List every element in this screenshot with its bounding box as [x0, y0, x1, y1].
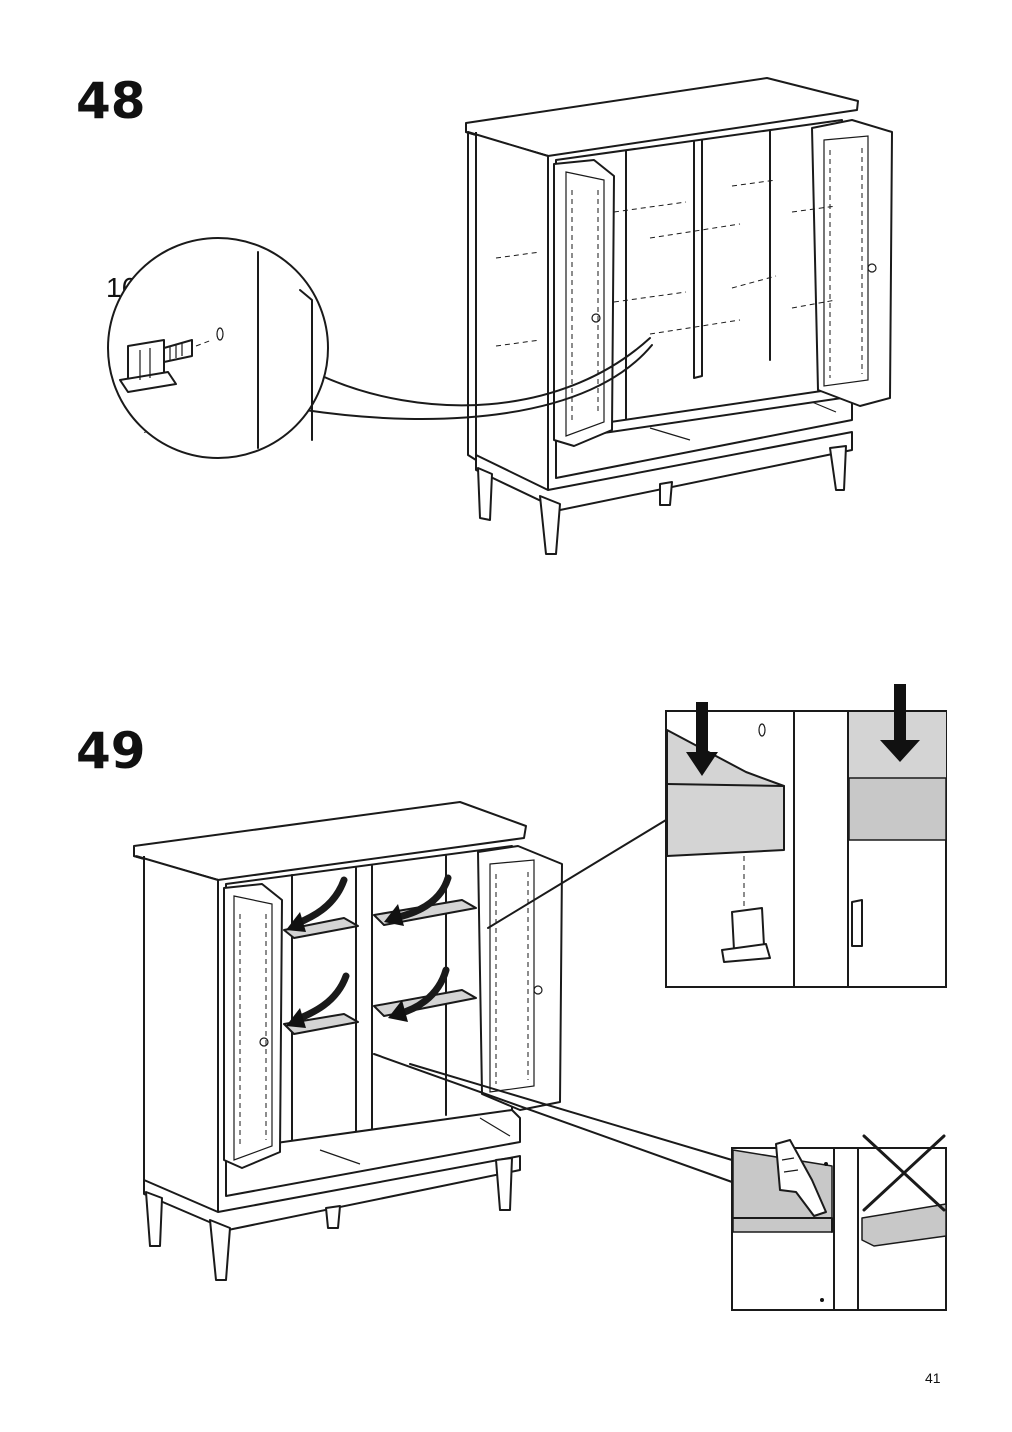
step-number-49: 49: [76, 722, 146, 780]
shelf-fit-check-callout: [731, 1134, 947, 1311]
cabinet-illustration-step49: [133, 801, 563, 1281]
callout-line-lower-1: [373, 1053, 733, 1183]
callout-line-lower-2: [409, 1063, 733, 1161]
incorrect-cross-icon: [862, 1134, 946, 1212]
shelf-pin-icon: [119, 327, 224, 393]
shelf-insert-arrow-icon: [286, 874, 452, 1028]
shelf-detail-callout: [665, 684, 947, 988]
shelf-pin-detail-callout: [107, 237, 653, 459]
page-number: 41: [925, 1370, 941, 1386]
cabinet-illustration-step48: [465, 77, 893, 555]
callout-line-upper: [487, 819, 667, 929]
step-number-48: 48: [76, 72, 146, 130]
